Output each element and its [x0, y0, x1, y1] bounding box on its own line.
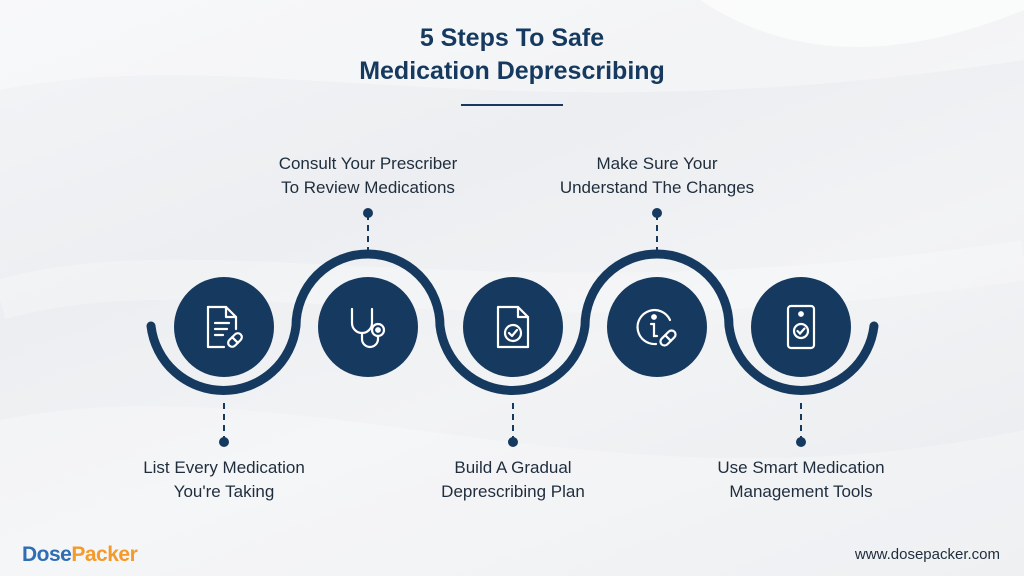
title-divider [461, 104, 563, 106]
page-title: 5 Steps To Safe Medication Deprescribing [0, 22, 1024, 88]
step-1-node [174, 277, 274, 377]
device-check-icon [786, 304, 816, 350]
step-3-node [463, 277, 563, 377]
document-pill-icon [206, 305, 243, 349]
title-line-2: Medication Deprescribing [359, 57, 665, 85]
step-5-node [751, 277, 851, 377]
step-4-label: Make Sure Your Understand The Changes [559, 154, 755, 197]
step-2-node [318, 277, 418, 377]
website-url: www.dosepacker.com [854, 546, 1000, 563]
step-4-node [607, 277, 707, 377]
dosepacker-logo: DosePacker [22, 543, 138, 566]
step-2-label: Consult Your Prescriber To Review Medica… [278, 154, 458, 197]
info-pill-icon [636, 308, 677, 347]
step-5-label: Use Smart Medication Management Tools [717, 458, 885, 501]
step-1-label: List Every Medication You're Taking [143, 458, 305, 501]
title-line-1: 5 Steps To Safe [419, 24, 605, 52]
stethoscope-icon [350, 307, 386, 349]
document-check-icon [496, 305, 530, 349]
step-3-label: Build A Gradual Deprescribing Plan [441, 458, 585, 501]
